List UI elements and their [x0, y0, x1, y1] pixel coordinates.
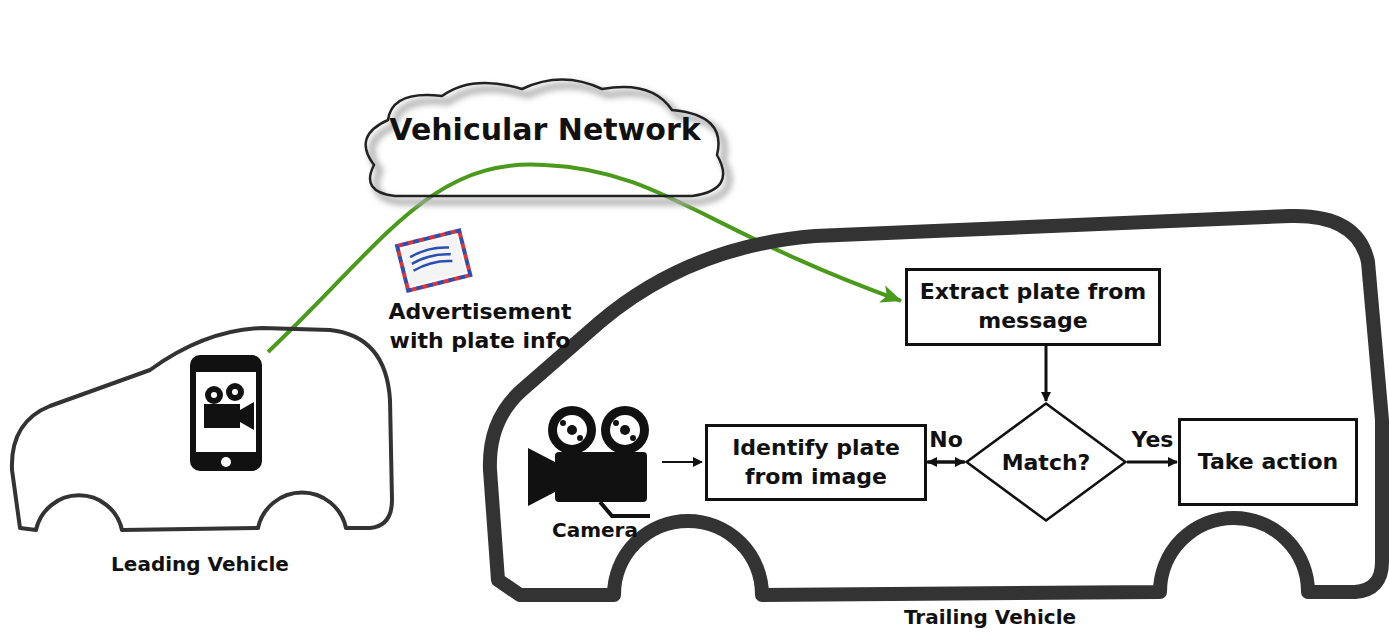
process-box: Take action	[1178, 418, 1358, 506]
process-box: Extract plate from message	[905, 268, 1161, 346]
connector-arrow	[1045, 346, 1048, 401]
label-text: Trailing Vehicle	[860, 605, 1120, 629]
label-text: Match?	[1002, 450, 1091, 475]
envelope-icon	[397, 230, 470, 290]
network-cloud: Vehicular Network	[350, 80, 740, 208]
box-content: Take action	[1190, 448, 1346, 477]
label-text: Leading Vehicle	[60, 552, 340, 576]
box-content: Extract plate from message	[908, 278, 1158, 335]
phone-icon	[190, 355, 262, 471]
camera-icon	[528, 406, 702, 516]
decision-diamond: Match?	[965, 402, 1127, 522]
label-text: Identify plate from image	[716, 434, 916, 491]
connector-arrow	[927, 461, 964, 464]
label-text: Yes	[1123, 426, 1183, 455]
label-text: Take action	[1198, 448, 1338, 477]
connector-arrow	[928, 461, 965, 464]
label-text: Vehicular Network	[350, 112, 740, 147]
connector-arrow	[1127, 461, 1177, 464]
trailing-vehicle: Trailing Vehicle Extract plate from messa…	[480, 205, 1389, 644]
box-content: Identify plate from image	[708, 434, 924, 491]
label-text: Extract plate from message	[916, 278, 1150, 335]
connector-arrow	[268, 165, 901, 352]
leading-vehicle: Leading Vehicle	[0, 320, 400, 595]
process-box: Identify plate from image	[705, 424, 927, 501]
